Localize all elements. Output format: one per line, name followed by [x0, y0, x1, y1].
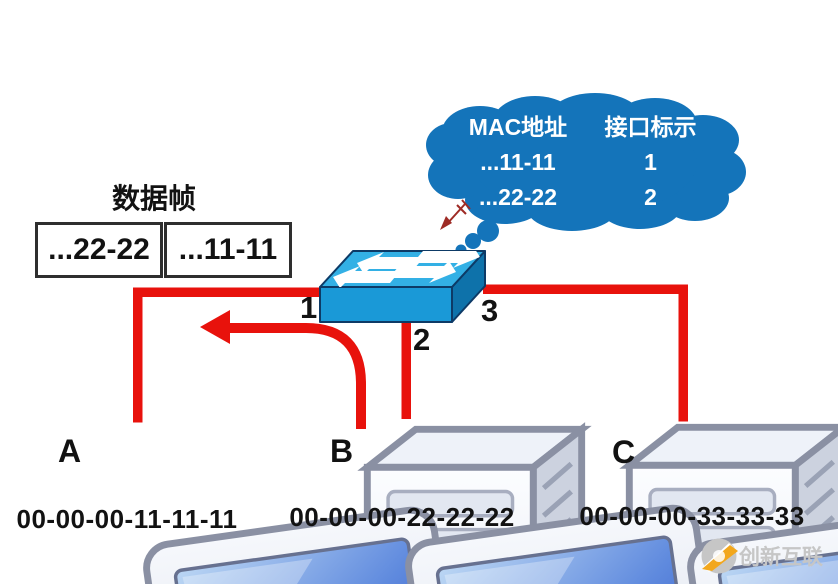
data-frame-title: 数据帧 [112, 183, 197, 214]
data-frame-dest-cell: ...22-22 [35, 222, 163, 278]
switch-icon [319, 250, 486, 323]
data-frame: ...22-22 ...11-11 [35, 222, 293, 278]
host-b-mac: 00-00-00-22-22-22 [289, 502, 515, 532]
mac-table: MAC地址 接口标示 ...11-11 1 ...22-22 2 [448, 110, 713, 215]
watermark-text: 创新互联 [739, 546, 823, 569]
switch-arrows [333, 251, 480, 287]
host-b-label: B [330, 433, 354, 469]
link-lines [133, 284, 688, 423]
annotation-pen-icon [440, 199, 471, 230]
link-port3-to-c-horizontal [483, 284, 688, 294]
link-port3-to-c-vertical [678, 284, 688, 422]
host-a-label: A [58, 433, 82, 469]
mac-table-row1-port: 2 [644, 184, 657, 210]
watermark-logo-icon [701, 538, 738, 574]
mac-table-row0-port: 1 [644, 149, 657, 175]
switch-port3-label: 3 [481, 293, 499, 328]
link-b-to-port2 [401, 321, 411, 419]
mac-table-header-port: 接口标示 [604, 114, 697, 140]
mac-table-header-mac: MAC地址 [468, 114, 568, 140]
link-port1-to-a-vertical [133, 287, 143, 423]
mac-table-row1-mac: ...22-22 [479, 184, 557, 210]
data-frame-src-cell: ...11-11 [164, 222, 292, 278]
host-a-mac: 00-00-00-11-11-11 [16, 504, 238, 534]
switch-port2-label: 2 [413, 322, 431, 357]
forward-arrow-b-to-a [200, 310, 366, 429]
host-c-mac: 00-00-00-33-33-33 [579, 501, 805, 531]
host-c-label: C [612, 434, 636, 470]
mac-table-cloud [426, 93, 746, 231]
mac-table-row0-mac: ...11-11 [480, 149, 556, 175]
link-port1-to-a-horizontal [133, 287, 323, 297]
switch-port1-label: 1 [300, 290, 318, 325]
